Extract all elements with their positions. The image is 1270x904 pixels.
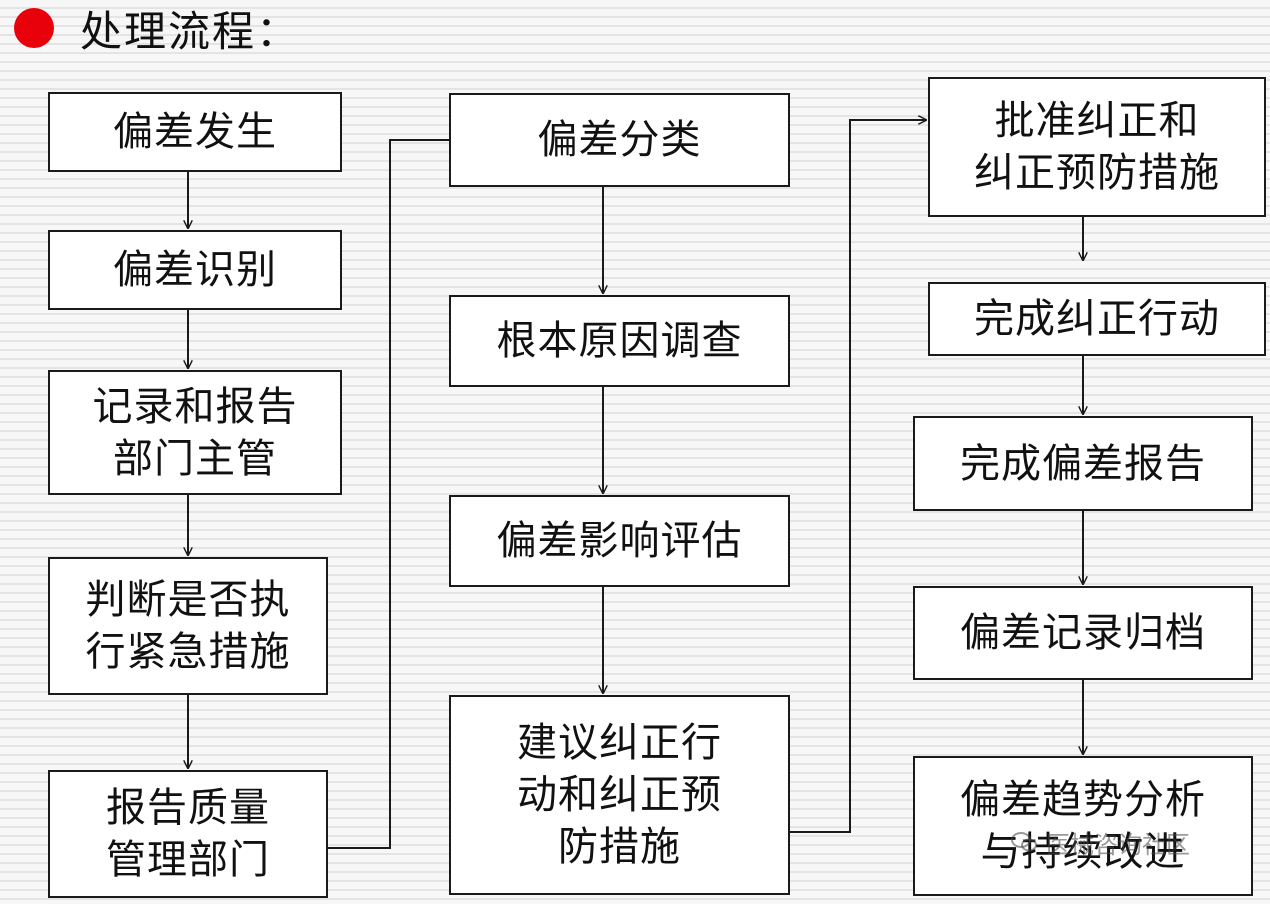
wechat-icon xyxy=(1011,832,1037,852)
box-root-cause: 根本原因调查 xyxy=(449,295,790,387)
box-label: 偏差影响评估 xyxy=(496,518,743,564)
box-label: 建议纠正行 动和纠正预 防措施 xyxy=(517,720,722,870)
box-label: 报告质量 管理部门 xyxy=(106,785,270,883)
box-label: 判断是否执 行紧急措施 xyxy=(85,577,291,675)
box-deviation-identification: 偏差识别 xyxy=(48,230,342,310)
watermark: 医械咨询社区 xyxy=(1010,822,1230,862)
box-label: 完成偏差报告 xyxy=(960,440,1206,487)
box-label: 批准纠正和 纠正预防措施 xyxy=(974,98,1220,196)
arrow-suggest-to-approve xyxy=(790,120,926,833)
watermark-text: 医械咨询社区 xyxy=(1046,830,1190,859)
box-report-quality: 报告质量 管理部门 xyxy=(48,770,328,898)
box-record-report: 记录和报告 部门主管 xyxy=(48,370,342,495)
arrow-report-to-classification xyxy=(328,140,466,849)
box-label: 偏差识别 xyxy=(113,247,277,293)
title-row: 处理流程： xyxy=(14,0,300,56)
box-trend-analysis: 偏差趋势分析 与持续改进 xyxy=(913,756,1253,896)
box-label: 偏差发生 xyxy=(113,109,277,155)
box-deviation-occurs: 偏差发生 xyxy=(48,92,342,172)
box-complete-corrective: 完成纠正行动 xyxy=(928,282,1266,356)
box-label: 偏差分类 xyxy=(537,117,702,163)
box-label: 偏差趋势分析 与持续改进 xyxy=(960,777,1206,875)
red-bullet-icon xyxy=(14,8,54,48)
box-label: 偏差记录归档 xyxy=(960,610,1206,656)
box-suggest-capa: 建议纠正行 动和纠正预 防措施 xyxy=(449,695,790,895)
box-label: 根本原因调查 xyxy=(496,318,743,364)
box-label: 记录和报告 部门主管 xyxy=(92,383,298,482)
box-deviation-classification: 偏差分类 xyxy=(449,93,790,187)
page-title: 处理流程： xyxy=(80,6,301,56)
box-complete-report: 完成偏差报告 xyxy=(913,416,1253,511)
box-judge-emergency: 判断是否执 行紧急措施 xyxy=(48,557,328,695)
box-record-archive: 偏差记录归档 xyxy=(913,586,1253,680)
box-impact-assessment: 偏差影响评估 xyxy=(449,495,790,587)
box-label: 完成纠正行动 xyxy=(974,296,1220,342)
box-approve-capa: 批准纠正和 纠正预防措施 xyxy=(928,77,1266,217)
